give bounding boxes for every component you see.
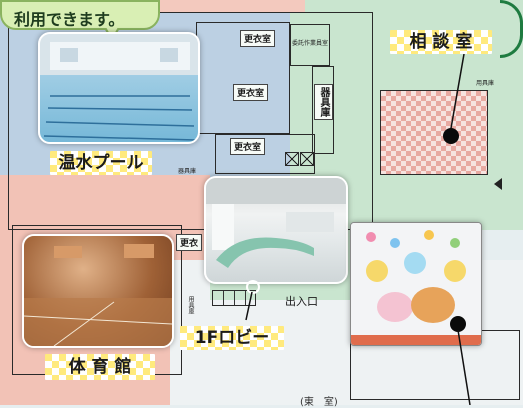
room-sign-changing-top: 更衣室 xyxy=(240,30,276,47)
room-sign-staff: 委託作業員室 xyxy=(292,40,329,47)
room-sign-entrance: 出入口 xyxy=(285,295,318,308)
pool-lanes-graphic xyxy=(43,42,197,141)
consult-room-label: 相 談 室 xyxy=(390,30,492,54)
wall-storage xyxy=(312,66,334,154)
lobby-interior-graphic xyxy=(206,178,346,268)
storage-vertical-text: 器具庫 xyxy=(318,87,329,117)
consult-pointer-line xyxy=(449,54,465,135)
locker-box-1 xyxy=(285,152,299,166)
locker-box-2 xyxy=(300,152,314,166)
gym-interior-graphic xyxy=(24,244,172,346)
room-sign-side: 用具庫 xyxy=(186,296,195,314)
gym-photo xyxy=(22,234,174,348)
kids-pointer-line xyxy=(457,330,471,405)
gym-label: 体 育 館 xyxy=(45,354,155,380)
room-sign-changing-lower: 更衣 xyxy=(176,234,203,251)
room-sign-changing-mid: 更衣室 xyxy=(230,138,266,155)
room-sign-changing-left: 更衣室 xyxy=(233,84,269,101)
lobby-bench-grid xyxy=(212,290,256,306)
room-sign-storage-right: 用具庫 xyxy=(476,80,495,87)
bottom-room-label: (東 室) xyxy=(300,397,338,408)
consult-room-floor xyxy=(380,90,488,175)
wall-outline-main xyxy=(8,12,373,230)
lobby-photo xyxy=(204,176,348,284)
room-sign-storage-small: 器具庫 xyxy=(178,168,197,175)
kids-room-marker-icon xyxy=(450,316,466,332)
lobby-label: 1Fロビー xyxy=(180,326,284,350)
room-sign-storage-vertical: 器具庫 xyxy=(314,84,333,120)
pool-label: 温水プール xyxy=(50,151,152,175)
plan-top-strip xyxy=(155,0,305,12)
pool-photo xyxy=(38,32,200,144)
info-bubble: 利用できます。 xyxy=(0,0,160,30)
consult-room-marker-icon xyxy=(443,128,459,144)
wall-staff-room xyxy=(290,24,330,66)
door-arrow-icon xyxy=(494,178,502,190)
lobby-marker-icon xyxy=(246,280,260,294)
info-bubble-text: 利用できます。 xyxy=(14,10,125,29)
wall-mid-block xyxy=(215,134,315,174)
lobby-pointer-line xyxy=(245,292,253,321)
side-label-text: 用具庫 xyxy=(187,296,194,314)
